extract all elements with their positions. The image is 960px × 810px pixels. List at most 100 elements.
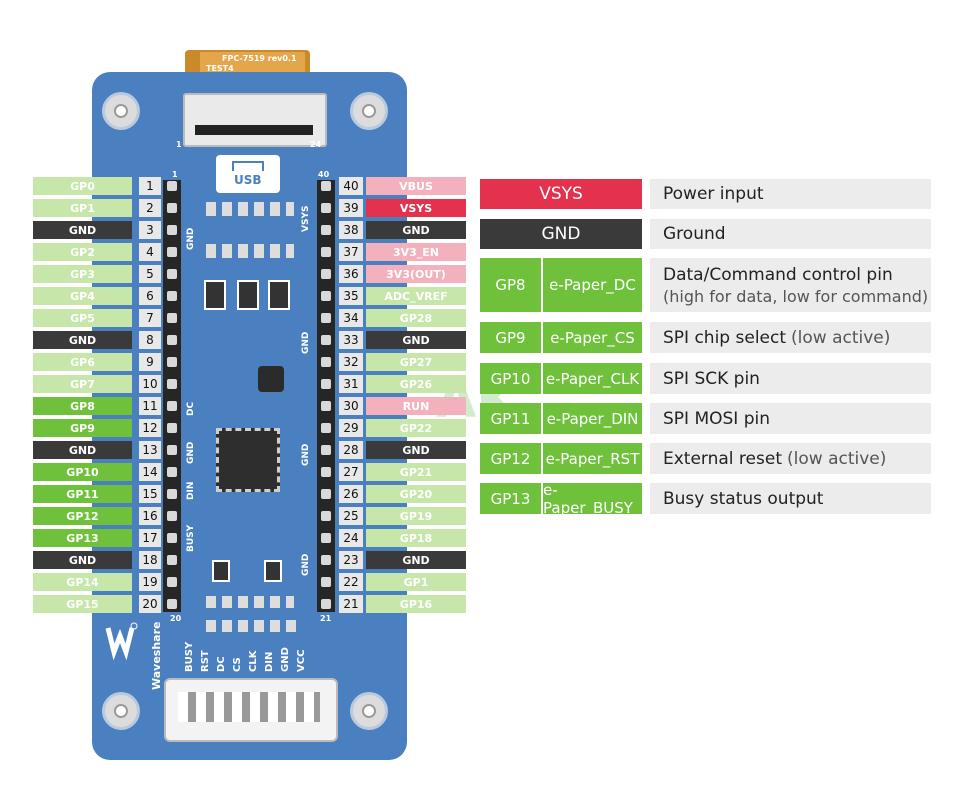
pin-label-3v3-en: 3V3_EN [366,243,466,261]
pin-number: 34 [339,309,363,327]
pin-label-gnd: GND [33,441,132,459]
pin-label-gp19: GP19 [366,507,466,525]
silk-left-din: DIN [186,481,196,500]
header-pin [321,489,331,499]
func-signal-e-paper-cs: e-Paper_CS [543,322,642,353]
header-pin [321,313,331,323]
pin-number: 6 [139,287,161,305]
pin-label-gp22: GP22 [366,419,466,437]
pin-number: 36 [339,265,363,283]
conn-label-dc: DC [216,656,227,672]
header-pin [321,577,331,587]
pin-number: 16 [139,507,161,525]
pin-label-gp3: GP3 [33,265,132,283]
header-pin [321,203,331,213]
func-desc: SPI SCK pin [650,363,931,394]
header-pin [167,511,177,521]
header-pin [167,203,177,213]
pin-number: 30 [339,397,363,415]
pin-label-gp1: GP1 [366,573,466,591]
header-pin [167,467,177,477]
resistor-row-2 [206,244,294,258]
pin-1-mark: 1 [172,170,178,179]
pin-40-mark: 40 [318,170,330,179]
pin-number: 38 [339,221,363,239]
func-signal-e-paper-din: e-Paper_DIN [543,403,642,434]
pin-label-gnd: GND [366,441,466,459]
pin-number: 27 [339,463,363,481]
silk-right-gnd-3: GND [301,553,311,576]
pin-number: 3 [139,221,161,239]
header-pin [321,401,331,411]
header-pin [167,599,177,609]
pin-number: 9 [139,353,161,371]
pin-label-gp0: GP0 [33,177,132,195]
transistor-1 [204,280,226,310]
pin-number: 40 [339,177,363,195]
pin-number: 33 [339,331,363,349]
pin-label-gp26: GP26 [366,375,466,393]
header-pin [167,445,177,455]
header-pin [321,599,331,609]
header-pin [167,247,177,257]
pin-label-gp27: GP27 [366,353,466,371]
pin-number: 39 [339,199,363,217]
pin-number: 1 [139,177,161,195]
pin-label-gp15: GP15 [33,595,132,613]
pin-number: 12 [139,419,161,437]
silk-right-vsys: VSYS [301,205,311,232]
pin-label-gp8: GP8 [33,397,132,415]
header-pin [167,555,177,565]
pin-label-gp12: GP12 [33,507,132,525]
header-pin [321,555,331,565]
header-pin [321,423,331,433]
pin-number: 13 [139,441,161,459]
pin-label-gp11: GP11 [33,485,132,503]
func-desc-main: Busy status output [663,488,824,509]
pin-number: 22 [339,573,363,591]
header-pin [167,423,177,433]
pin-number: 31 [339,375,363,393]
pin-number: 28 [339,441,363,459]
pin-label-gp2: GP2 [33,243,132,261]
func-desc: External reset(low active) [650,443,931,474]
pin-label-adc-vref: ADC_VREF [366,287,466,305]
pin-label-gp21: GP21 [366,463,466,481]
pin-label-gp7: GP7 [33,375,132,393]
func-desc-extra: (low active) [787,448,887,469]
pin-label-run: RUN [366,397,466,415]
func-signal-e-paper-busy: e-Paper_BUSY [543,481,642,517]
conn-pin-24-mark: 24 [310,140,322,149]
func-desc: Power input [650,179,931,209]
func-desc-extra: (low active) [791,327,891,348]
header-pin [167,335,177,345]
func-signal-e-paper-rst: e-Paper_RST [543,443,642,474]
header-pin [321,291,331,301]
header-pin [321,225,331,235]
pin-number: 5 [139,265,161,283]
func-desc-main: Data/Command control pin [663,264,893,285]
header-pin [321,379,331,389]
usb-outline: USB [216,155,280,193]
conn-label-busy: BUSY [184,641,195,672]
transistor-2 [237,280,259,310]
resistor-row-3 [206,596,294,608]
pin-label-gp10: GP10 [33,463,132,481]
pin-label-gp14: GP14 [33,573,132,591]
func-gpio-gp9: GP9 [480,322,541,353]
pin-label-3v3-out-: 3V3(OUT) [366,265,466,283]
pin-label-gp9: GP9 [33,419,132,437]
pin-number: 21 [339,595,363,613]
pin-number: 32 [339,353,363,371]
transistor-3 [268,280,290,310]
pin-label-gnd: GND [366,221,466,239]
conn-label-gnd: GND [280,647,291,672]
pin-number: 15 [139,485,161,503]
func-pin-vsys: VSYS [480,179,642,209]
pin-number: 29 [339,419,363,437]
pin-number: 14 [139,463,161,481]
header-pin [167,313,177,323]
pin-label-gnd: GND [33,551,132,569]
header-pin [167,533,177,543]
inductor [258,366,284,392]
